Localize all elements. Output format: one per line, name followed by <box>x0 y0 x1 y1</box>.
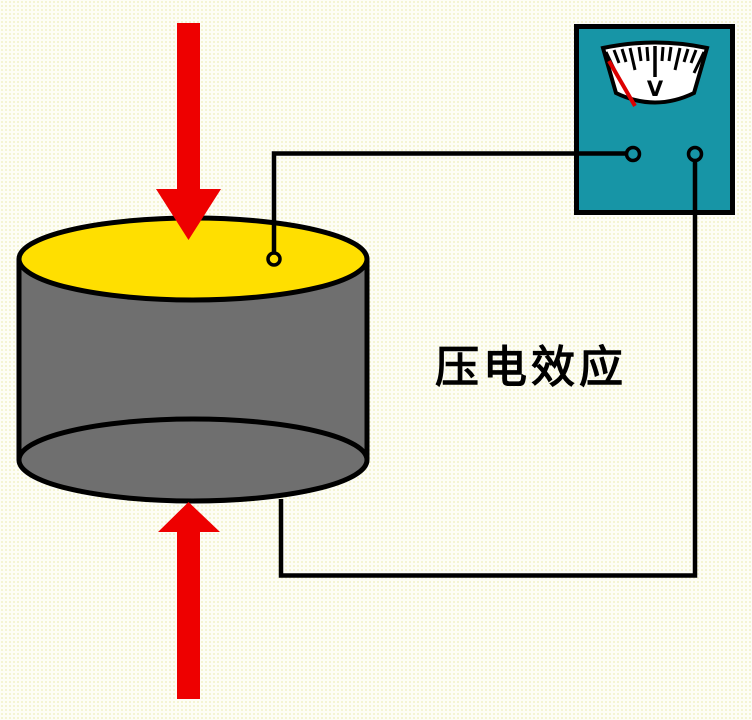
force-arrow-down-icon <box>156 23 221 240</box>
wire-top <box>271 151 633 259</box>
force-arrow-up-icon <box>158 502 220 699</box>
voltmeter-needle-icon <box>607 59 637 108</box>
diagram-title: 压电效应 <box>435 342 627 393</box>
electrode-terminal-dot <box>266 251 282 267</box>
piezo-crystal <box>16 215 370 504</box>
voltmeter-unit-label: V <box>647 77 664 101</box>
voltmeter-terminal-left <box>624 145 642 163</box>
wire-bottom <box>278 158 698 578</box>
crystal-bottom-face <box>16 416 370 504</box>
voltmeter-dial-icon: V <box>600 40 710 108</box>
voltmeter-terminal-right <box>686 145 704 163</box>
